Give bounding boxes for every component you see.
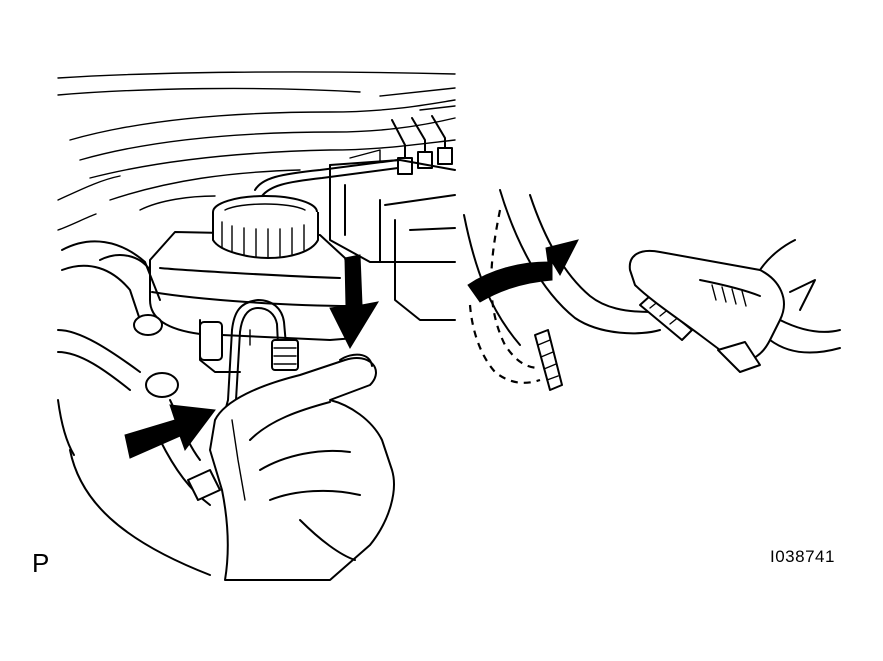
figure-id-label: I038741	[770, 547, 835, 566]
hose-clamp-lower	[145, 372, 179, 398]
flare-nut	[271, 339, 299, 371]
pedal-pad-released	[534, 329, 563, 391]
master-cylinder-body	[57, 240, 241, 576]
hose-clamp-upper	[133, 314, 163, 336]
shoe-heel	[717, 341, 761, 373]
technician-hands	[209, 353, 395, 581]
push-arrow-down	[329, 254, 380, 350]
cylinder-port	[199, 321, 223, 361]
brake-lines	[254, 115, 453, 197]
brake-pedal-inset	[463, 189, 841, 391]
fitting-nut-3	[437, 147, 453, 165]
view-code-label: P	[32, 548, 50, 578]
actuator-block	[329, 149, 456, 321]
engine-bay-background	[57, 71, 456, 231]
pedal-depress-arrow	[467, 239, 579, 303]
bracket	[187, 469, 221, 501]
push-arrow-left	[124, 404, 216, 459]
brake-fluid-reservoir	[149, 195, 356, 346]
